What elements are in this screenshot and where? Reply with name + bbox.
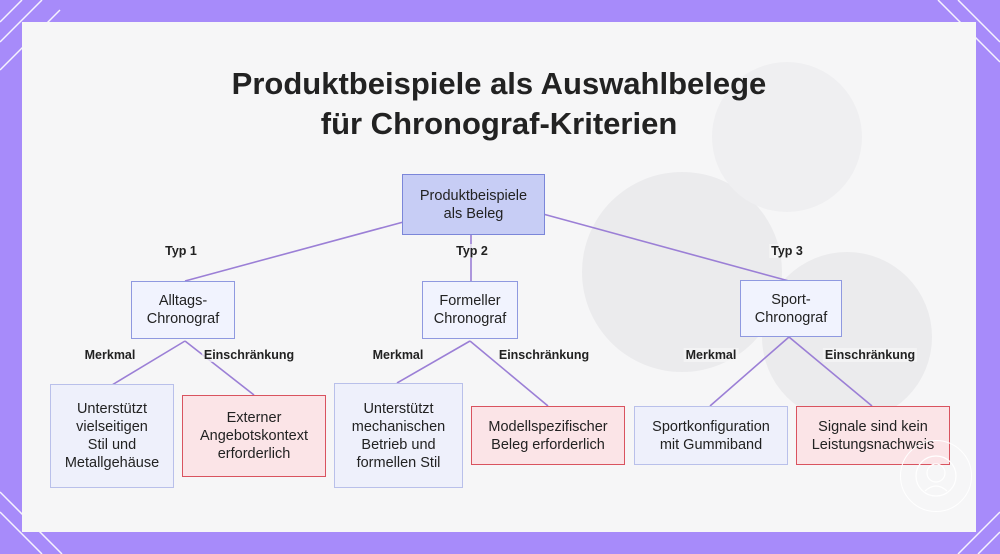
edge-label-typ2: Typ 2 [454,244,490,258]
background-watch-shape [582,172,782,372]
root-node[interactable]: Produktbeispiele als Beleg [402,174,545,235]
connector-typ3-einschraenkung [788,336,873,407]
edge-label-einschraenkung-2: Einschränkung [496,348,592,362]
type-node-alltags[interactable]: Alltags- Chronograf [131,281,235,339]
feature-node-alltags[interactable]: Unterstützt vielseitigen Stil und Metall… [50,384,174,488]
connector-lines [111,210,873,407]
connector-typ2-merkmal [396,340,471,384]
seal-logo-icon [900,440,972,512]
edge-label-typ1: Typ 1 [163,244,199,258]
limit-node-formell[interactable]: Modellspezifischer Beleg erforderlich [471,406,625,465]
connector-typ3-merkmal [709,336,790,407]
title-line-2: für Chronograf-Kriterien [320,106,678,141]
diagram-card: Produktbeispiele als Auswahlbelege für C… [22,22,976,532]
type-node-formell[interactable]: Formeller Chronograf [422,281,518,339]
limit-node-sport[interactable]: Signale sind kein Leistungsnachweis [796,406,950,465]
diagram-title: Produktbeispiele als Auswahlbelege für C… [22,64,976,144]
edge-label-merkmal-1: Merkmal [82,348,138,362]
edge-label-merkmal-3: Merkmal [683,348,739,362]
type-node-sport[interactable]: Sport- Chronograf [740,280,842,337]
connector-root-typ3 [542,213,790,282]
connector-typ2-einschraenkung [469,340,549,407]
edge-label-einschraenkung-3: Einschränkung [822,348,918,362]
edge-label-typ3: Typ 3 [769,244,805,258]
seal-glyph-icon [915,455,957,497]
connector-root-typ1 [184,210,445,282]
feature-node-formell[interactable]: Unterstützt mechanischen Betrieb und for… [334,383,463,488]
edge-label-einschraenkung-1: Einschränkung [201,348,297,362]
background-watch-shape [712,62,862,212]
connector-typ1-einschraenkung [184,340,255,396]
title-line-1: Produktbeispiele als Auswahlbelege [231,66,767,101]
limit-node-alltags[interactable]: Externer Angebotskontext erforderlich [182,395,326,477]
edge-label-merkmal-2: Merkmal [370,348,426,362]
feature-node-sport[interactable]: Sportkonfiguration mit Gummiband [634,406,788,465]
connector-typ1-merkmal [111,340,186,386]
